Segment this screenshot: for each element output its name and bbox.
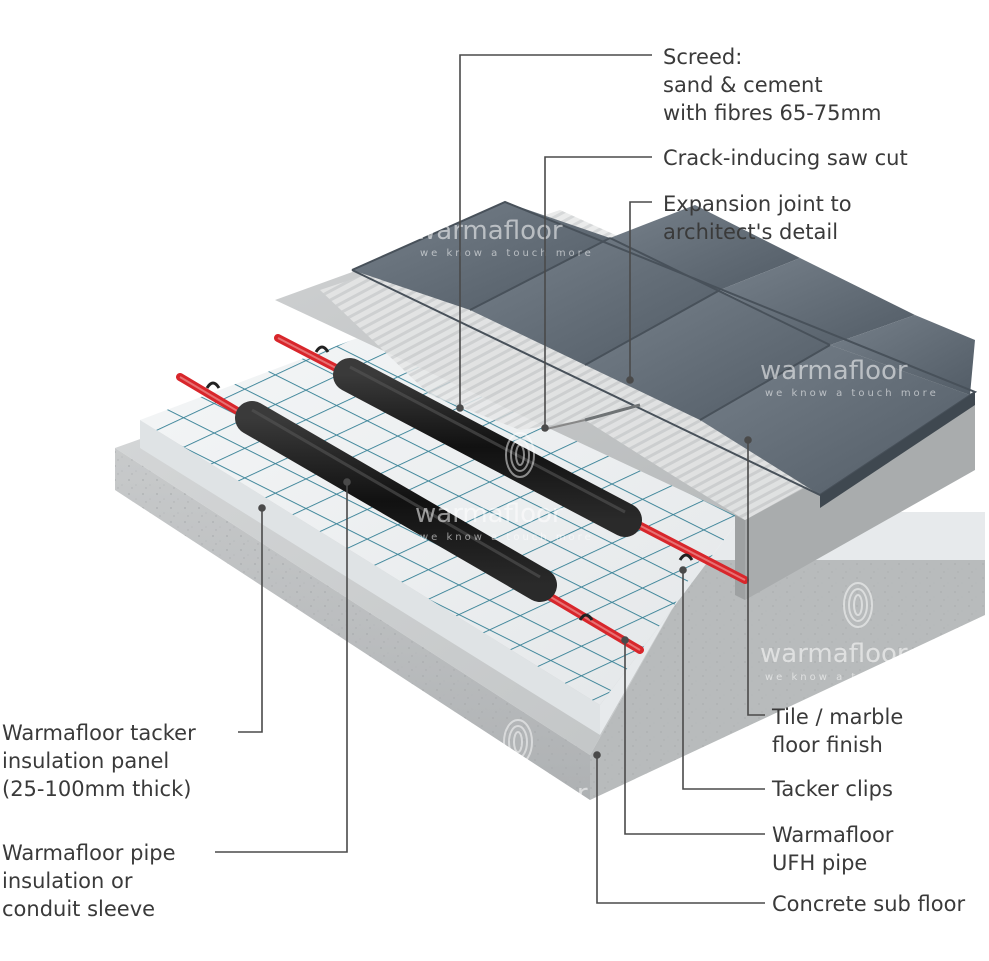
- watermark-tagline: we know a touch more: [420, 532, 594, 543]
- watermark-tagline: we know a touch more: [765, 388, 939, 399]
- label-tile-finish: Tile / marble floor finish: [772, 703, 903, 759]
- label-line: UFH pipe: [772, 851, 868, 875]
- tacker-clips: [205, 345, 694, 621]
- label-screed: Screed: sand & cement with fibres 65-75m…: [663, 43, 881, 127]
- label-line: insulation panel: [2, 749, 170, 773]
- watermark-tagline: we know a touch more: [765, 672, 939, 683]
- watermark-logo: warmafloor: [415, 216, 563, 246]
- fingerprint-icons: [160, 432, 873, 765]
- label-line: Tacker clips: [772, 777, 893, 801]
- leader-tile: [747, 440, 765, 716]
- fingerprint-icon: [505, 432, 535, 478]
- label-tacker-clips: Tacker clips: [772, 775, 893, 803]
- fingerprint-icon: [160, 572, 190, 618]
- leader-insulation-panel-dot: [258, 504, 266, 512]
- watermark-logo: warmafloor: [440, 779, 588, 809]
- leader-concrete-dot: [593, 751, 601, 759]
- label-ufh-pipe: Warmafloor UFH pipe: [772, 821, 893, 877]
- leader-tile-dot: [744, 436, 752, 444]
- label-line: Screed:: [663, 45, 743, 69]
- label-line: Tile / marble: [772, 705, 904, 729]
- leader-saw-cut-dot: [541, 424, 549, 432]
- leader-saw-cut: [544, 156, 652, 428]
- tile-floor-finish-layer: [351, 200, 978, 508]
- label-line: sand & cement: [663, 73, 823, 97]
- pipe-insulation-sleeves: [235, 358, 642, 602]
- label-line: floor finish: [772, 733, 883, 757]
- leader-ufh-pipe-dot: [621, 636, 629, 644]
- leader-expansion-joint: [629, 201, 652, 380]
- leader-screed: [459, 54, 652, 408]
- label-line: Expansion joint to: [663, 192, 852, 216]
- watermarks: warmafloor we know a touch more warmaflo…: [170, 216, 939, 823]
- fingerprint-icon: [843, 582, 873, 628]
- label-line: Concrete sub floor: [772, 892, 966, 916]
- watermark-logo: warmafloor: [760, 356, 908, 386]
- leader-insulation-panel: [238, 508, 263, 733]
- watermark-logo: warmafloor: [170, 639, 318, 669]
- leader-ufh-pipe: [624, 640, 765, 835]
- label-expansion-joint: Expansion joint to architect's detail: [663, 190, 852, 246]
- leader-concrete: [596, 755, 765, 904]
- leader-expansion-joint-dot: [626, 376, 634, 384]
- label-line: Warmafloor tacker: [2, 721, 196, 745]
- leader-screed-dot: [456, 404, 464, 412]
- label-insulation-panel: Warmafloor tacker insulation panel (25-1…: [2, 719, 196, 803]
- watermark-logo: warmafloor: [760, 639, 908, 669]
- leader-lines: [215, 54, 765, 904]
- label-concrete-sub-floor: Concrete sub floor: [772, 890, 965, 918]
- label-line: Crack-inducing saw cut: [663, 146, 908, 170]
- label-saw-cut: Crack-inducing saw cut: [663, 144, 908, 172]
- saw-cut: [541, 419, 586, 431]
- label-line: Warmafloor pipe: [2, 841, 176, 865]
- leader-pipe-insulation-dot: [343, 478, 351, 486]
- label-line: conduit sleeve: [2, 897, 156, 921]
- label-pipe-insulation: Warmafloor pipe insulation or conduit sl…: [2, 839, 176, 923]
- label-line: (25-100mm thick): [2, 777, 192, 801]
- label-line: Warmafloor: [772, 823, 894, 847]
- leader-tacker-clips-dot: [679, 566, 687, 574]
- leader-pipe-insulation: [215, 482, 348, 853]
- label-line: architect's detail: [663, 220, 839, 244]
- expansion-joint: [584, 403, 641, 422]
- leader-tacker-clips: [682, 570, 765, 790]
- watermark-tagline: we know a touch more: [420, 248, 594, 259]
- label-line: with fibres 65-75mm: [663, 101, 882, 125]
- label-line: insulation or: [2, 869, 133, 893]
- watermark-tagline: we know a touch more: [445, 812, 619, 823]
- watermark-logo: warmafloor: [415, 499, 563, 529]
- fingerprint-icon: [503, 719, 533, 765]
